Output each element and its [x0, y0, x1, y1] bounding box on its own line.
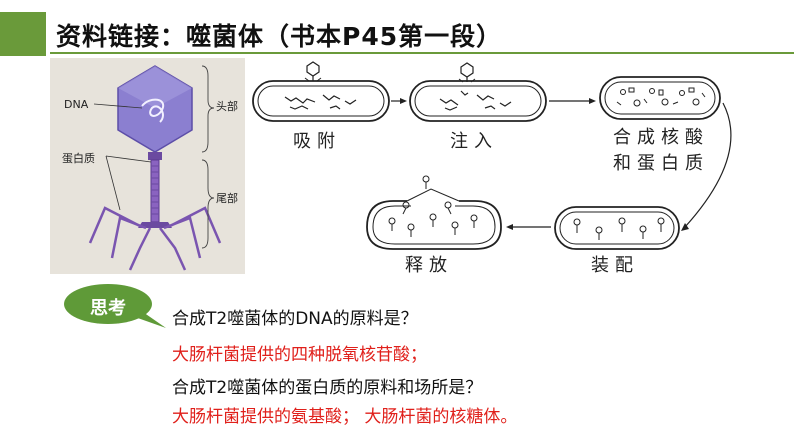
answer-2: 大肠杆菌提供的氨基酸； 大肠杆菌的核糖体。 [172, 402, 517, 427]
phage-illustration [50, 58, 245, 274]
question-2: 合成T2噬菌体的蛋白质的原料和场所是？ [172, 373, 482, 398]
stage-label-inject: 注入 [450, 127, 498, 153]
stage-label-release: 释放 [405, 251, 453, 277]
stage-label-assemble: 装配 [591, 251, 639, 277]
answer-1: 大肠杆菌提供的四种脱氧核苷酸； [172, 340, 427, 365]
question-1: 合成T2噬菌体的DNA的原料是？ [172, 304, 418, 329]
phage-lifecycle-diagram: 吸附 注入 合成核酸 和蛋白质 装配 释放 [245, 55, 794, 285]
stage-label-synthesize-line2: 和蛋白质 [613, 151, 709, 177]
label-dna: DNA [64, 98, 88, 111]
think-bubble-label: 思考 [90, 294, 126, 320]
label-head: 头部 [216, 98, 238, 114]
think-bubble: 思考 [62, 282, 170, 332]
stage-label-adsorb: 吸附 [293, 127, 341, 153]
cell-assemble [555, 207, 679, 249]
label-tail: 尾部 [216, 190, 238, 206]
title-accent-bar [0, 12, 46, 56]
cell-release [367, 176, 501, 249]
slide-title: 资料链接：噬菌体（书本P45第一段） [56, 17, 502, 53]
phage-structure-photo: DNA 蛋白质 头部 尾部 [50, 58, 245, 274]
cell-synthesize [600, 77, 720, 119]
cell-inject [410, 63, 546, 121]
lifecycle-svg [245, 55, 794, 285]
cell-adsorb [253, 62, 389, 121]
label-protein: 蛋白质 [62, 150, 95, 166]
stage-label-synthesize-line1: 合成核酸 [613, 125, 709, 151]
stage-label-synthesize: 合成核酸 和蛋白质 [613, 125, 709, 177]
